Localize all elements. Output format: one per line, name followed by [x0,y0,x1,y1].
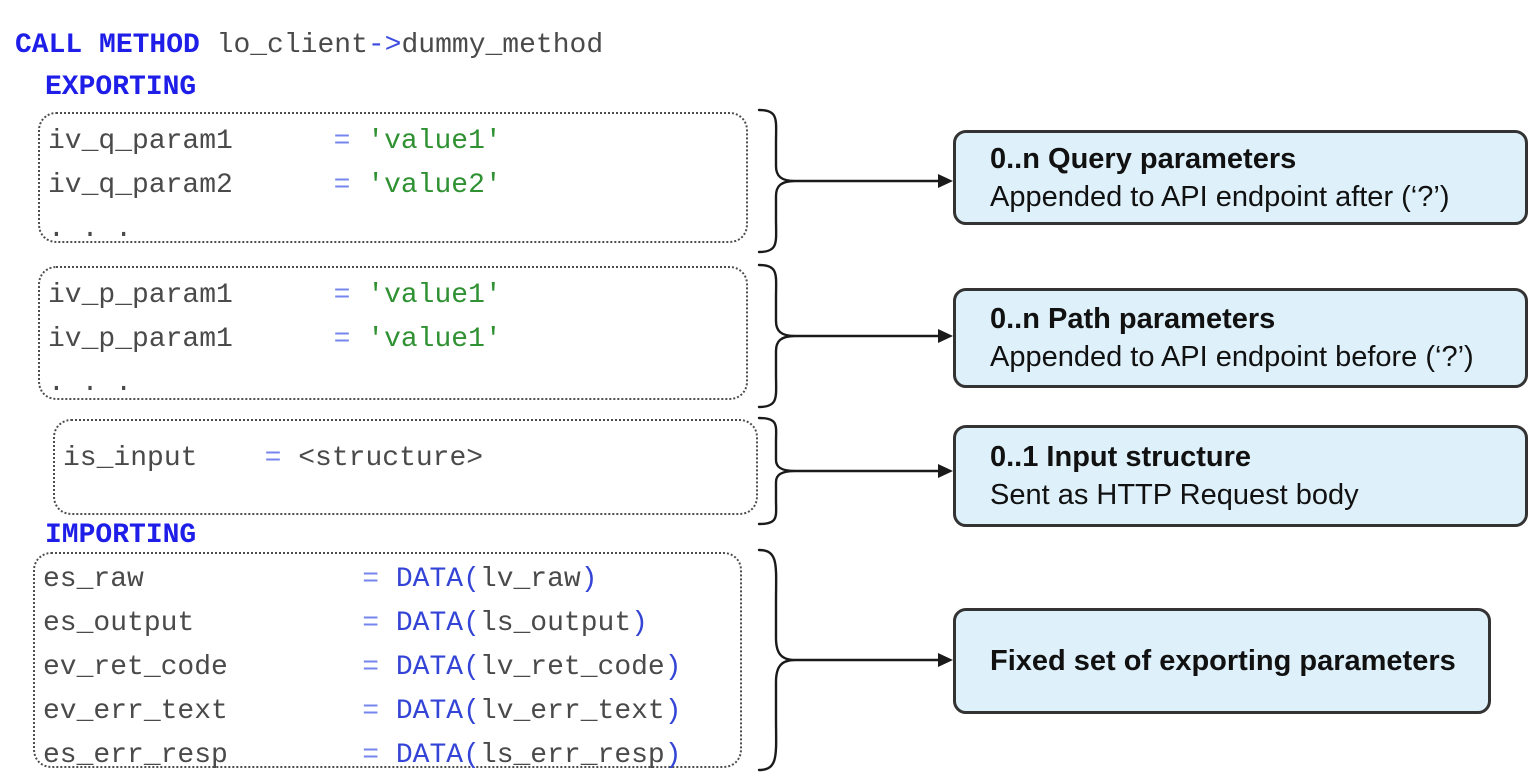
curly-brace-icon [757,416,796,526]
annotation-title: 0..n Path parameters [990,303,1276,335]
code-line: . . . [48,368,133,399]
code-exporting-keyword: EXPORTING [45,72,197,103]
code-call-method-line: CALL METHOD lo_client->dummy_method [15,30,604,61]
code-line: ev_ret_code = DATA(lv_ret_code) [43,652,682,683]
code-importing-keyword: IMPORTING [45,520,197,551]
code-line: . . . [48,214,133,245]
annotation-fixed-exporting-parameters: Fixed set of exporting parameters [953,608,1491,714]
code-line: iv_p_param1 = 'value1' [48,280,502,311]
code-line: ev_err_text = DATA(lv_err_text) [43,696,682,727]
code-line: es_raw = DATA(lv_raw) [43,564,598,595]
annotation-path-parameters: 0..n Path parameters Appended to API end… [953,288,1528,388]
annotation-subtitle: Appended to API endpoint after (‘?’) [990,180,1450,213]
code-box-input-structure: is_input = <structure> [53,419,758,515]
arrow-head-icon [938,329,953,343]
code-line: iv_q_param2 = 'value2' [48,170,502,201]
code-box-path-parameters: iv_p_param1 = 'value1' iv_p_param1 = 'val… [38,266,748,400]
code-box-importing-parameters: es_raw = DATA(lv_raw) es_output = DATA(ls… [33,552,742,771]
arrow-head-icon [938,653,953,667]
annotation-subtitle: Appended to API endpoint before (‘?’) [990,341,1474,373]
annotation-subtitle: Sent as HTTP Request body [990,479,1359,511]
annotation-query-parameters: 0..n Query parameters Appended to API en… [953,130,1528,225]
arrow-head-icon [938,464,953,478]
curly-brace-icon [757,263,796,409]
connector-path-parameters [757,263,953,409]
annotation-title: 0..n Query parameters [990,142,1297,175]
connector-input-structure [757,416,953,526]
connector-query-parameters [757,108,953,254]
arrow-head-icon [938,174,953,188]
code-line: iv_q_param1 = 'value1' [48,126,502,157]
annotation-input-structure: 0..1 Input structure Sent as HTTP Reques… [953,425,1528,527]
code-line: is_input = <structure> [63,443,484,474]
curly-brace-icon [757,548,796,772]
connector-importing-parameters [757,548,953,772]
code-line: iv_p_param1 = 'value1' [48,324,502,355]
code-line: es_output = DATA(ls_output) [43,608,648,639]
annotation-title: 0..1 Input structure [990,441,1252,473]
curly-brace-icon [757,108,796,254]
code-box-query-parameters: iv_q_param1 = 'value1' iv_q_param2 = 'val… [38,112,748,245]
annotation-title: Fixed set of exporting parameters [990,645,1456,677]
code-line: es_err_resp = DATA(ls_err_resp) [43,740,682,771]
